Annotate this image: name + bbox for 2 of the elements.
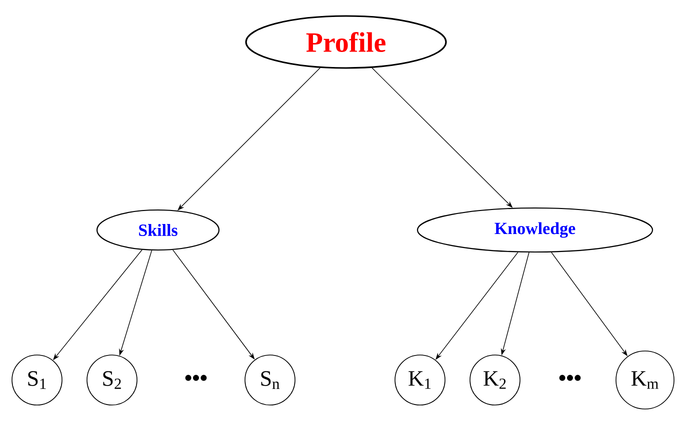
- ellipsis-dots: •••: [559, 374, 581, 381]
- ellipsis-dots: •••: [185, 374, 207, 381]
